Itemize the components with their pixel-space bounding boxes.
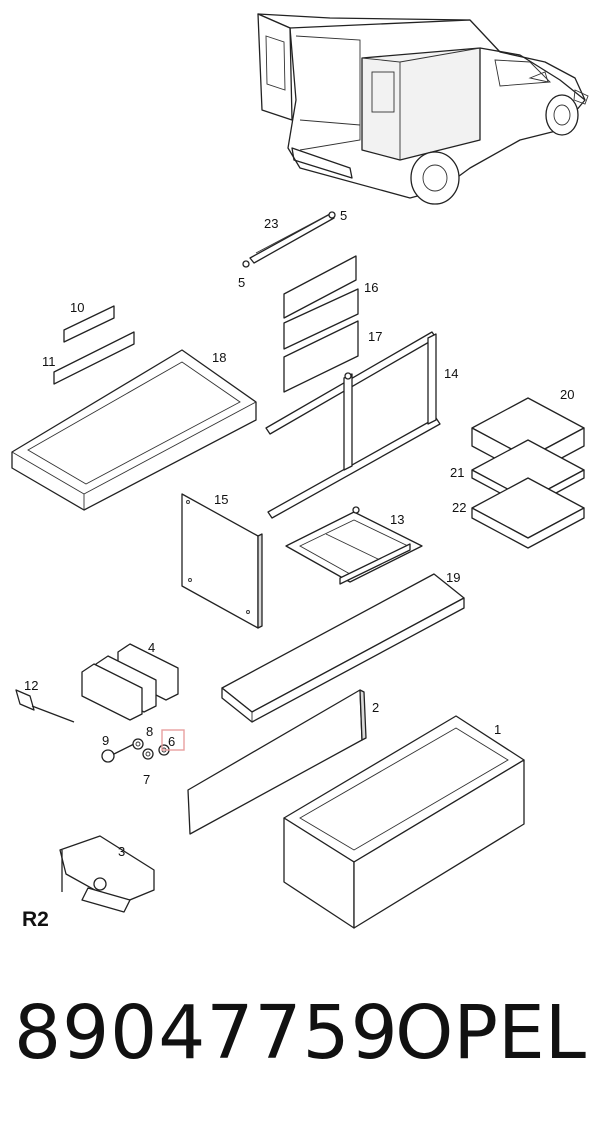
callout-16[interactable]: 16 xyxy=(364,280,378,295)
callout-1[interactable]: 1 xyxy=(494,722,501,737)
callout-4[interactable]: 4 xyxy=(148,640,155,655)
callout-22[interactable]: 22 xyxy=(452,500,466,515)
callout-10[interactable]: 10 xyxy=(70,300,84,315)
part-7-washer xyxy=(142,748,154,760)
callout-23[interactable]: 23 xyxy=(264,216,278,231)
part-16-17-panels xyxy=(283,255,359,393)
part-23-rail xyxy=(242,211,336,268)
part-9-screw xyxy=(101,743,135,763)
part-2-plate xyxy=(187,689,367,835)
part-12-rivet xyxy=(15,689,75,723)
part-15-board xyxy=(181,493,263,629)
part-18-tray xyxy=(11,349,257,511)
callout-labels: 1 2 3 4 5 5 6 7 8 9 10 11 12 13 14 15 16… xyxy=(24,208,574,859)
callout-6-highlight xyxy=(161,729,185,751)
callout-18[interactable]: 18 xyxy=(212,350,226,365)
callout-7[interactable]: 7 xyxy=(143,772,150,787)
callout-9[interactable]: 9 xyxy=(102,733,109,748)
part-14-frame xyxy=(265,331,441,519)
van-illustration xyxy=(257,13,589,205)
callout-6[interactable]: 6 xyxy=(168,734,175,749)
part-4-blocks xyxy=(81,643,179,721)
part-20-22-pads xyxy=(471,397,585,549)
part-1-box xyxy=(283,715,525,929)
region-label: R2 xyxy=(22,908,49,931)
callout-21[interactable]: 21 xyxy=(450,465,464,480)
callout-20[interactable]: 20 xyxy=(560,387,574,402)
callout-5b[interactable]: 5 xyxy=(238,275,245,290)
callout-19[interactable]: 19 xyxy=(446,570,460,585)
callout-14[interactable]: 14 xyxy=(444,366,458,381)
callout-8[interactable]: 8 xyxy=(146,724,153,739)
callout-15[interactable]: 15 xyxy=(214,492,228,507)
callout-17[interactable]: 17 xyxy=(368,329,382,344)
callout-11[interactable]: 11 xyxy=(42,354,56,369)
footer: 89047759 OPEL xyxy=(0,990,600,1090)
part-3-vise xyxy=(59,835,155,913)
callout-13[interactable]: 13 xyxy=(390,512,404,527)
callout-12[interactable]: 12 xyxy=(24,678,38,693)
part-13-tray-frame xyxy=(285,506,423,585)
part-8-washer xyxy=(132,738,144,750)
callout-5a[interactable]: 5 xyxy=(340,208,347,223)
part-19-board xyxy=(221,573,465,723)
callout-2[interactable]: 2 xyxy=(372,700,379,715)
part-10-11-strips xyxy=(53,305,135,385)
brand-name: OPEL xyxy=(395,990,586,1076)
parts-diagram: 1 2 3 4 5 5 6 7 8 9 10 11 12 13 14 15 16… xyxy=(11,13,589,929)
part-number: 89047759 xyxy=(14,990,399,1076)
callout-3[interactable]: 3 xyxy=(118,844,125,859)
